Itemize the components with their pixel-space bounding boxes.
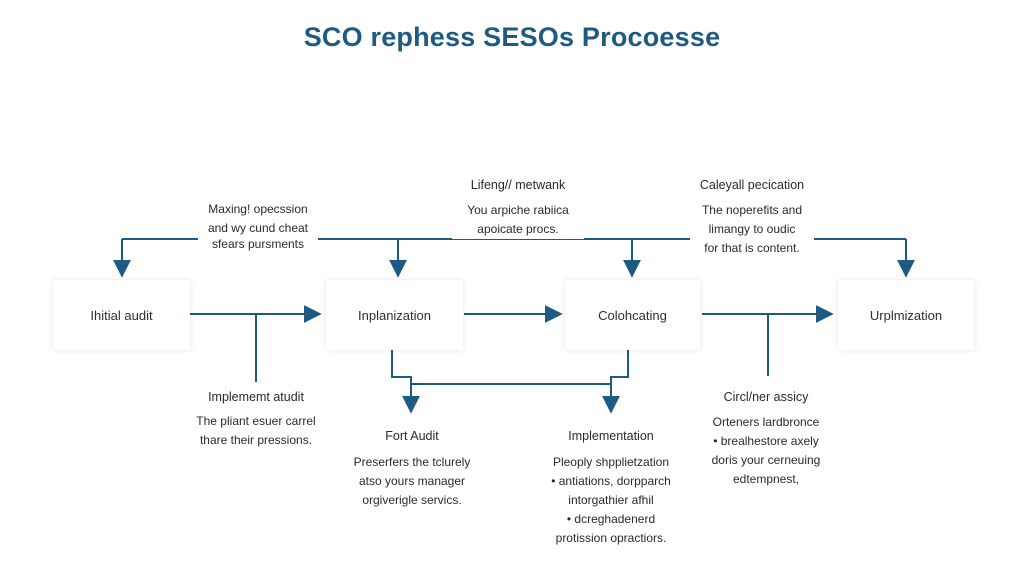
process-node-initial-audit: Ihitial audit bbox=[53, 280, 190, 350]
node-label: Inplanization bbox=[358, 307, 431, 323]
node-label: Ihitial audit bbox=[90, 307, 153, 323]
note-line: The pliant esuer carrel bbox=[196, 414, 316, 428]
note-line: and wy cund cheat bbox=[207, 221, 309, 235]
note-line: You arpiche rabiica bbox=[467, 203, 569, 217]
note-line: • antiations, dorpparch bbox=[551, 474, 671, 488]
bottom-note-3: Implementation Pleoply shpplietzation • … bbox=[548, 427, 674, 548]
note-line: protission opractiors. bbox=[555, 531, 667, 545]
top-note-2: Lifeng// metwank You arpiche rabiica apo… bbox=[452, 176, 584, 239]
note-line: for that is content. bbox=[704, 241, 800, 255]
note-line: atso yours manager bbox=[358, 474, 466, 488]
note-line: doris your cerneuing bbox=[711, 453, 821, 467]
note-heading: Implementation bbox=[568, 429, 654, 443]
note-line: Pleoply shpplietzation bbox=[552, 455, 670, 469]
note-line: Orteners lardbronce bbox=[712, 415, 820, 429]
note-line: sfears pursments bbox=[211, 237, 305, 251]
note-line: Maxing! opecssion bbox=[208, 202, 308, 216]
note-line: apoicate procs. bbox=[477, 222, 559, 236]
note-heading: Lifeng// metwank bbox=[470, 178, 566, 192]
node-label: Urplmization bbox=[869, 307, 943, 323]
note-line: thare their pressions. bbox=[199, 433, 313, 447]
note-heading: Fort Audit bbox=[385, 429, 439, 443]
bottom-note-1: Implememt atudit The pliant esuer carrel… bbox=[185, 388, 327, 450]
branch-left bbox=[391, 350, 420, 414]
branch-right bbox=[602, 350, 629, 414]
note-line: orgiverigle servics. bbox=[362, 493, 462, 507]
process-node-colohcating: Colohcating bbox=[565, 280, 700, 350]
note-heading: Caleyall pecication bbox=[699, 178, 805, 192]
note-line: • dcreghadenerd bbox=[566, 512, 656, 526]
process-node-urplmization: Urplmization bbox=[838, 280, 974, 350]
top-note-1: Maxing! opecssion and wy cund cheat sfea… bbox=[198, 200, 318, 254]
bottom-note-2: Fort Audit Preserfers the tclurely atso … bbox=[345, 427, 479, 510]
note-line: • brealhestore axely bbox=[713, 434, 819, 448]
note-line: edtempnest, bbox=[732, 472, 800, 486]
note-heading: Implememt atudit bbox=[208, 390, 304, 404]
note-line: The noperefits and bbox=[701, 203, 803, 217]
bottom-note-4: Circl/ner assicy Orteners lardbronce • b… bbox=[702, 388, 830, 489]
note-line: limangy to oudic bbox=[708, 222, 796, 236]
page-title: SCO rephess SESOs Procoesse bbox=[303, 22, 721, 52]
note-line: Preserfers the tclurely bbox=[353, 455, 471, 469]
note-heading: Circl/ner assicy bbox=[723, 390, 809, 404]
note-line: intorgathier afhil bbox=[568, 493, 654, 507]
top-note-3: Caleyall pecication The noperefits and l… bbox=[690, 176, 814, 258]
process-node-inplanization: Inplanization bbox=[326, 280, 463, 350]
node-label: Colohcating bbox=[598, 307, 667, 323]
